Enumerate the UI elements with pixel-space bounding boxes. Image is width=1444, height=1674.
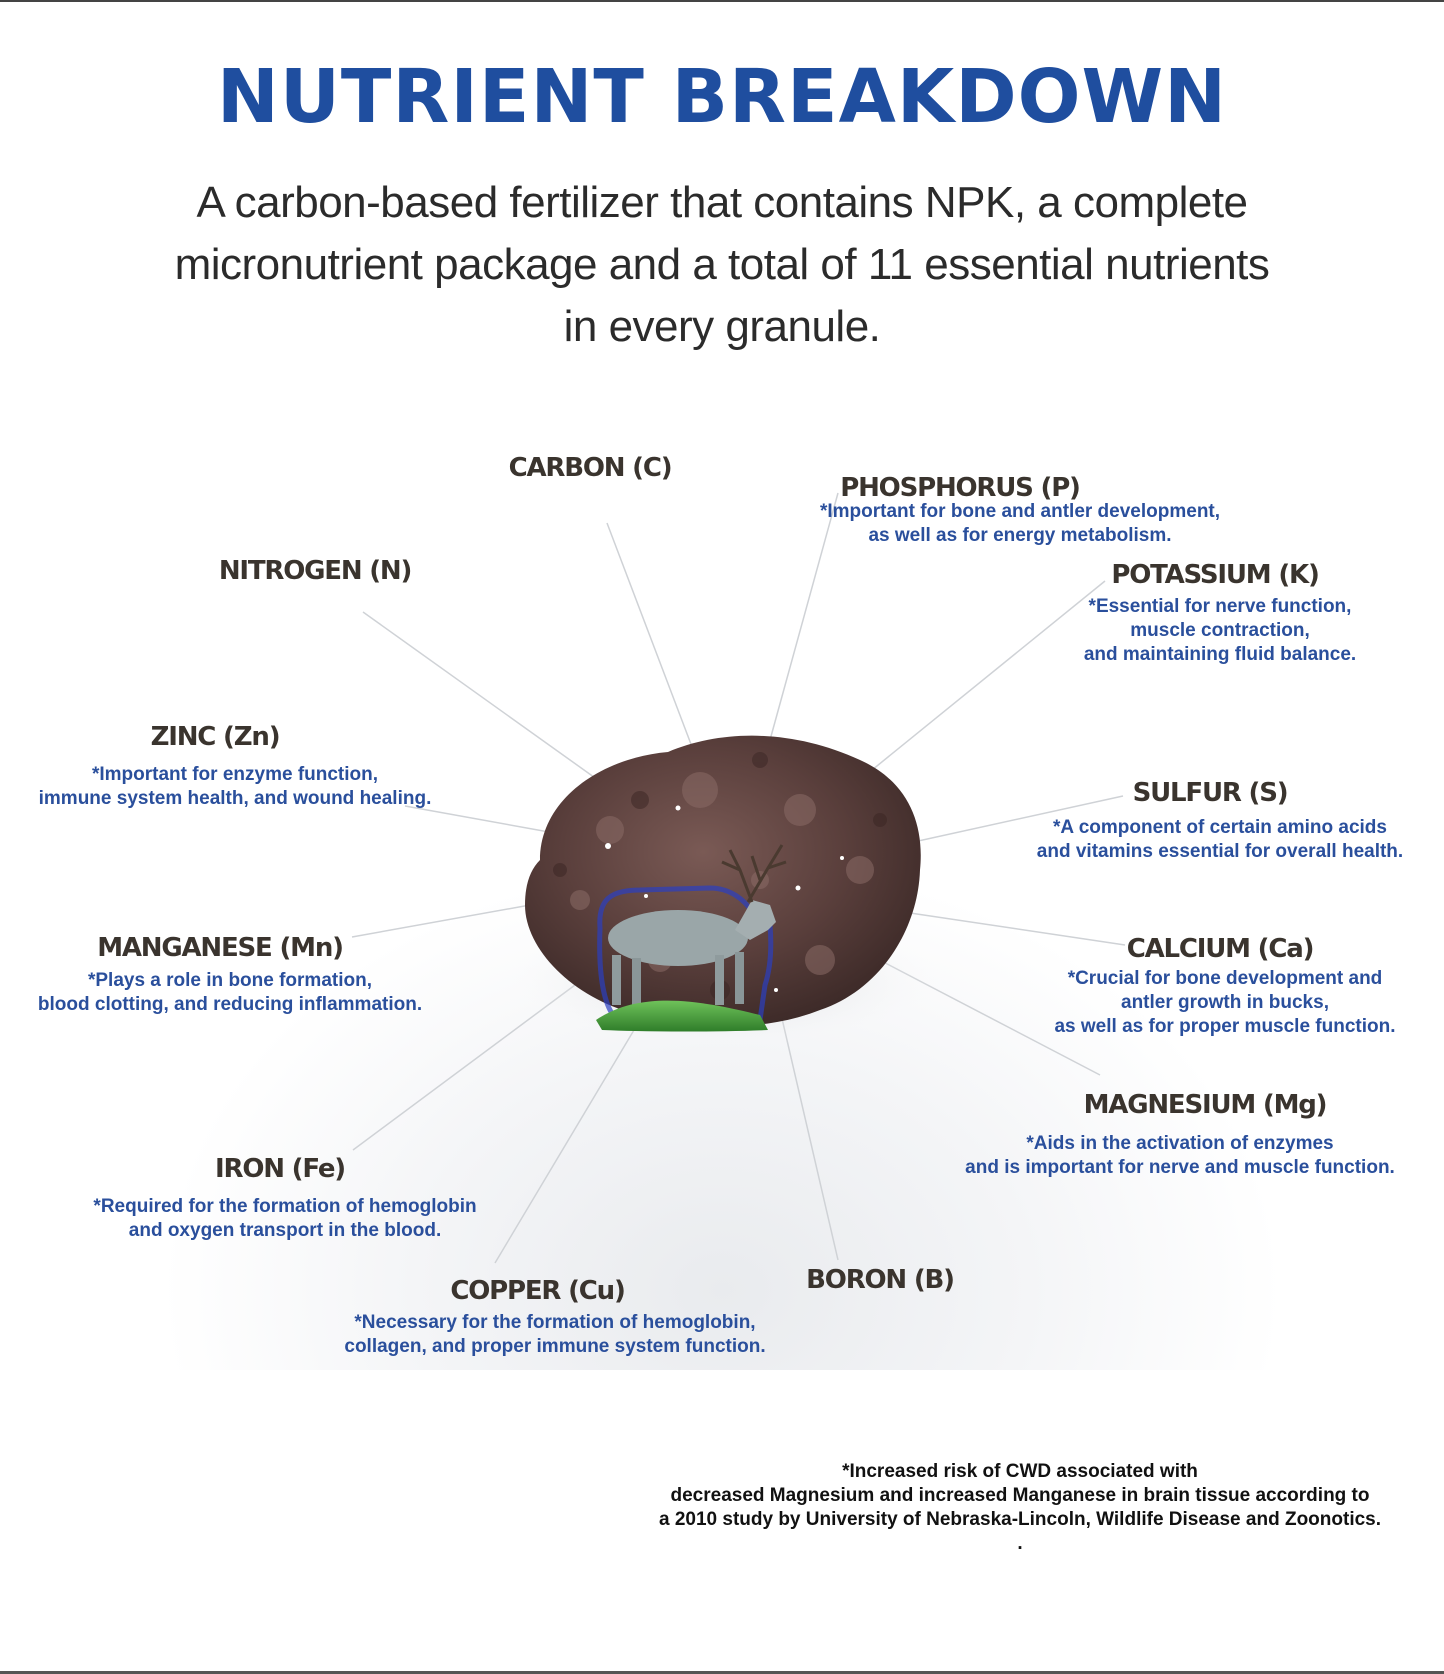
note-potassium: *Essential for nerve function, muscle co… [1083, 596, 1357, 665]
leader-line-boron [779, 1009, 839, 1261]
label-manganese: MANGANESE (Mn) [97, 933, 344, 963]
label-carbon: CARBON (C) [508, 453, 673, 483]
page-subtitle: A carbon-based fertilizer that contains … [174, 178, 1270, 351]
deer-icon [596, 844, 787, 1032]
note-magnesium: *Aids in the activation of enzymes and i… [965, 1133, 1395, 1178]
label-zinc: ZINC (Zn) [150, 722, 281, 752]
bottom-border [0, 1671, 1444, 1674]
leader-lines [351, 492, 1126, 1264]
label-copper: COPPER (Cu) [450, 1276, 625, 1306]
page-title: NUTRIENT BREAKDOWN [216, 54, 1228, 140]
note-calcium: *Crucial for bone development and antler… [1054, 968, 1396, 1037]
label-phosphorus: PHOSPHORUS (P) [840, 473, 1081, 503]
leader-line-nitrogen [362, 611, 613, 791]
note-manganese: *Plays a role in bone formation, blood c… [37, 970, 423, 1015]
top-border [0, 0, 1444, 2]
leader-line-potassium [871, 580, 1106, 771]
label-iron: IRON (Fe) [215, 1154, 346, 1184]
leader-line-phosphorus [769, 492, 839, 741]
leader-line-copper [494, 1019, 641, 1264]
leader-line-zinc [404, 805, 561, 835]
label-magnesium: MAGNESIUM (Mg) [1083, 1090, 1328, 1120]
label-sulfur: SULFUR (S) [1132, 778, 1289, 808]
label-calcium: CALCIUM (Ca) [1126, 934, 1315, 964]
leader-line-calcium [889, 909, 1126, 946]
leader-line-carbon [606, 522, 698, 761]
note-iron: *Required for the formation of hemoglobi… [93, 1196, 477, 1241]
note-phosphorus: *Important for bone and antler developme… [819, 501, 1221, 546]
leader-line-manganese [351, 904, 531, 938]
label-boron: BORON (B) [806, 1265, 955, 1295]
leader-line-sulfur [899, 795, 1124, 846]
cwd-footnote: *Increased risk of CWD associated with d… [658, 1461, 1382, 1554]
note-sulfur: *A component of certain amino acids and … [1036, 817, 1404, 862]
label-nitrogen: NITROGEN (N) [218, 556, 413, 586]
note-copper: *Necessary for the formation of hemoglob… [344, 1312, 766, 1357]
label-potassium: POTASSIUM (K) [1111, 560, 1320, 590]
note-zinc: *Important for enzyme function, immune s… [38, 764, 432, 809]
